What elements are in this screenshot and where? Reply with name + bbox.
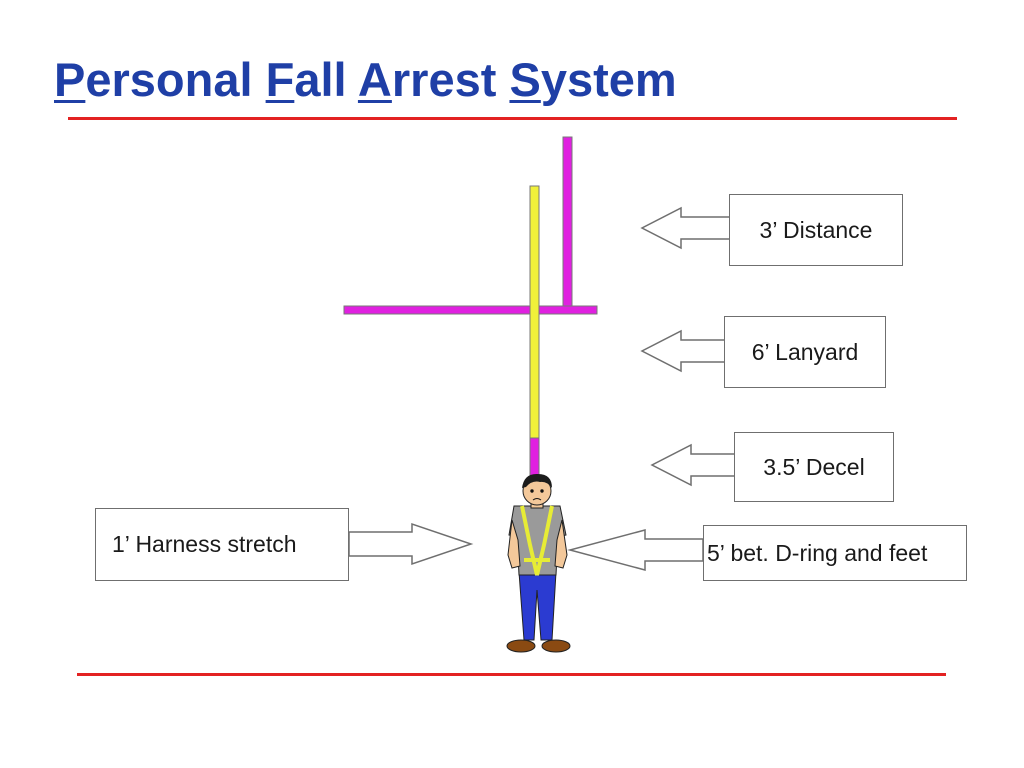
title-word-arrest: rrest xyxy=(391,53,497,106)
worker-left-shoe xyxy=(506,639,536,653)
worker-left-eye xyxy=(530,489,534,493)
label-harness-stretch: 1’ Harness stretch xyxy=(95,508,349,581)
title-initial-s: S xyxy=(509,53,541,106)
hollow-arrow-icon xyxy=(650,443,736,487)
label-decel: 3.5’ Decel xyxy=(734,432,894,502)
label-dring-to-feet: 5’ bet. D-ring and feet xyxy=(703,525,967,581)
worker-in-harness-icon xyxy=(506,473,571,653)
page-title: Personal Fall Arrest System xyxy=(54,52,677,108)
label-lanyard: 6’ Lanyard xyxy=(724,316,886,388)
ground-line xyxy=(77,673,946,676)
hollow-arrow-icon xyxy=(348,522,474,566)
worker-pants xyxy=(518,571,557,641)
label-harness-stretch-text: 1’ Harness stretch xyxy=(112,531,297,557)
worker-right-arm xyxy=(554,519,568,569)
lanyard-line xyxy=(529,185,540,441)
title-word-system: ystem xyxy=(540,53,677,106)
anchor-vertical-bar xyxy=(562,136,573,312)
hollow-arrow-icon xyxy=(640,206,731,250)
worker-left-arm xyxy=(507,519,521,569)
worker-right-shoe xyxy=(541,639,571,653)
label-distance-text: 3’ Distance xyxy=(759,216,873,243)
worker-right-eye xyxy=(540,489,544,493)
title-divider xyxy=(68,117,957,120)
label-lanyard-text: 6’ Lanyard xyxy=(751,338,859,365)
title-initial-a: A xyxy=(357,53,392,106)
anchor-horizontal-beam xyxy=(343,305,598,315)
title-initial-p: P xyxy=(54,53,86,106)
hollow-arrow-icon xyxy=(640,329,727,373)
title-word-personal: ersonal xyxy=(85,53,253,106)
title-word-fall: all xyxy=(294,53,347,106)
label-distance: 3’ Distance xyxy=(729,194,903,266)
worker-mouth xyxy=(532,498,542,501)
title-initial-f: F xyxy=(265,53,295,106)
hollow-arrow-icon xyxy=(567,529,704,571)
worker-harness xyxy=(520,505,554,576)
label-decel-text: 3.5’ Decel xyxy=(763,453,865,480)
label-dring-to-feet-text: 5’ bet. D-ring and feet xyxy=(707,539,928,566)
worker-hair xyxy=(522,473,552,488)
